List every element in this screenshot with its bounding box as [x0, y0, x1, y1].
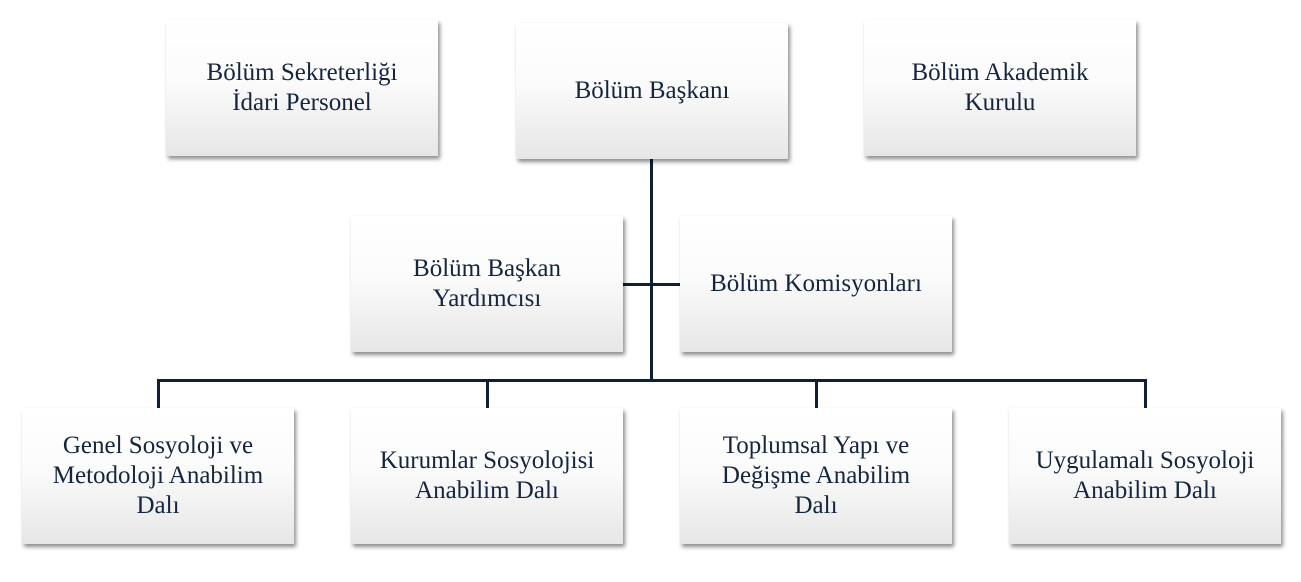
connector-drop-2	[486, 379, 489, 408]
node-label: Toplumsal Yapı ve Değişme Anabilim Dalı	[721, 432, 911, 519]
connector-bottom-horizontal	[157, 379, 1147, 382]
connector-main-vertical	[650, 158, 653, 382]
node-label: Bölüm Başkan Yardımcısı	[413, 255, 561, 312]
node-deputy-head: Bölüm Başkan Yardımcısı	[351, 216, 623, 352]
node-secretariat: Bölüm Sekreterliği İdari Personel	[166, 20, 438, 156]
node-applied-sociology: Uygulamalı Sosyoloji Anabilim Dalı	[1009, 408, 1281, 544]
connector-drop-3	[815, 379, 818, 408]
node-social-structure: Toplumsal Yapı ve Değişme Anabilim Dalı	[680, 408, 952, 544]
node-label: Bölüm Akademik Kurulu	[911, 59, 1089, 116]
node-label: Genel Sosyoloji ve Metodoloji Anabilim D…	[52, 432, 264, 519]
node-label: Bölüm Başkanı	[574, 77, 730, 104]
node-institutions-sociology: Kurumlar Sosyolojisi Anabilim Dalı	[351, 408, 623, 544]
node-general-sociology: Genel Sosyoloji ve Metodoloji Anabilim D…	[22, 408, 294, 544]
node-academic-board: Bölüm Akademik Kurulu	[864, 20, 1136, 156]
node-label: Bölüm Sekreterliği İdari Personel	[206, 59, 398, 116]
connector-drop-1	[157, 379, 160, 408]
node-commissions: Bölüm Komisyonları	[680, 216, 952, 352]
connector-middle-horizontal	[623, 283, 680, 286]
node-label: Kurumlar Sosyolojisi Anabilim Dalı	[379, 447, 595, 504]
node-label: Bölüm Komisyonları	[710, 270, 922, 297]
connector-drop-4	[1144, 379, 1147, 408]
node-department-head: Bölüm Başkanı	[516, 23, 788, 159]
node-label: Uygulamalı Sosyoloji Anabilim Dalı	[1035, 447, 1255, 504]
